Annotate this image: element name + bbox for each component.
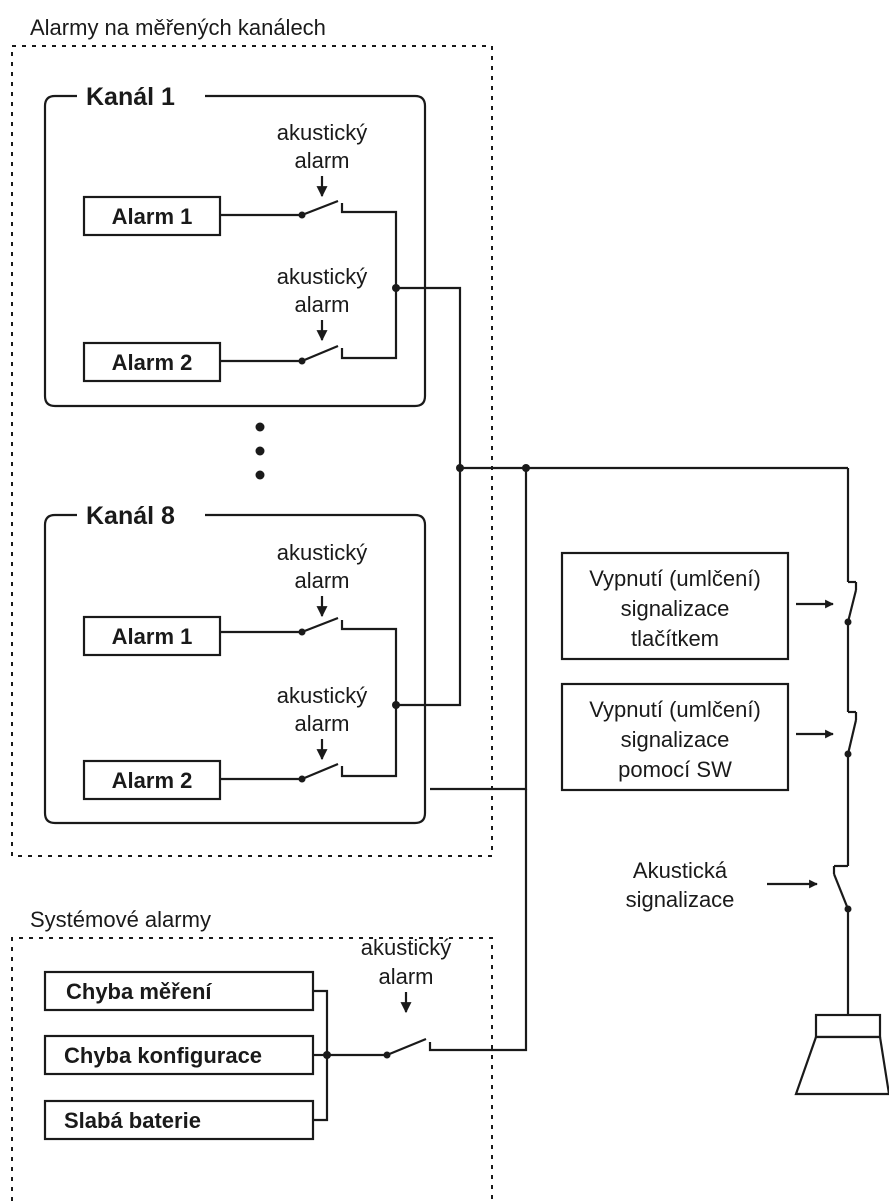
ellipsis-dot — [255, 470, 265, 480]
system-switch-output-wire — [428, 789, 528, 1052]
ellipsis-dot — [255, 446, 265, 456]
channel-8-switch-1-label-line1: akustický — [277, 540, 367, 565]
mute-button-switch-blade — [846, 589, 858, 623]
mute-button-line3: tlačítkem — [631, 626, 719, 651]
ellipsis-dot — [255, 422, 265, 432]
mute-sw-box — [560, 682, 790, 792]
configuration-error-box — [43, 1034, 315, 1076]
channel-1-switch-2-label-line1: akustický — [277, 264, 367, 289]
channel-8-title: Kanál 8 — [86, 502, 175, 530]
system-alarms-group-title: Systémové alarmy — [30, 907, 211, 932]
channel-8-switch-2-output-wire — [340, 705, 398, 778]
channel-1-switch-1-label-line2: alarm — [294, 148, 349, 173]
channel-1-alarm-1-label: Alarm 1 — [112, 204, 193, 229]
acoustic-switch-blade — [832, 873, 850, 910]
channel-8-switch-1-blade — [301, 616, 339, 634]
channel-8-switch-2-label-line1: akustický — [277, 683, 367, 708]
channel-8-switch-1-label-line2: alarm — [294, 568, 349, 593]
channel-1-switch-2-blade — [301, 344, 339, 363]
channel-8-alarm-2-label: Alarm 2 — [112, 768, 193, 793]
acoustic-signal-line1: Akustická — [633, 858, 728, 883]
channel-8-alarm-2-box — [82, 759, 222, 801]
system-switch-label-line2: alarm — [378, 964, 433, 989]
channel-8-switch-2-blade — [301, 762, 339, 781]
mute-sw-line2: signalizace — [621, 727, 730, 752]
channel-8-frame — [43, 513, 427, 825]
channel-8-switch-1-output-wire — [340, 620, 398, 705]
channel-8-switch-2-label-line2: alarm — [294, 711, 349, 736]
low-battery-box — [43, 1099, 315, 1141]
low-battery-label: Slabá baterie — [64, 1108, 201, 1133]
channel-1-switch-2-label-line2: alarm — [294, 292, 349, 317]
channel-8-alarm-1-label: Alarm 1 — [112, 624, 193, 649]
channel-1-frame — [43, 94, 427, 408]
channel-1-switch-1-output-wire — [340, 203, 398, 288]
system-alarms-group-frame — [11, 937, 493, 1201]
system-switch-blade — [386, 1037, 427, 1057]
mute-button-line2: signalizace — [621, 596, 730, 621]
acoustic-signal-line2: signalizace — [626, 887, 735, 912]
channel-1-switch-1-label-line1: akustický — [277, 120, 367, 145]
channel-1-switch-2-output-wire — [340, 288, 398, 360]
channel-alarms-group-title: Alarmy na měřených kanálech — [30, 15, 326, 40]
channel-8-alarm-1-box — [82, 615, 222, 657]
channel-8-bus-wire — [396, 468, 462, 707]
mute-button-line1: Vypnutí (umlčení) — [589, 566, 761, 591]
channel-1-bus-wire — [396, 286, 462, 468]
channel-1-switch-1-blade — [301, 199, 339, 217]
mute-button-box — [560, 551, 790, 661]
channel-1-alarm-2-label: Alarm 2 — [112, 350, 193, 375]
mute-sw-line1: Vypnutí (umlčení) — [589, 697, 761, 722]
mute-sw-switch-blade — [846, 719, 858, 755]
speaker-icon — [794, 1013, 889, 1096]
system-bus-wire — [430, 468, 528, 791]
configuration-error-label: Chyba konfigurace — [64, 1043, 262, 1068]
system-switch-label-line1: akustický — [361, 935, 451, 960]
measurement-error-label: Chyba měření — [66, 979, 212, 1004]
channel-alarms-group-frame — [11, 45, 493, 857]
channel-1-title: Kanál 1 — [86, 83, 175, 111]
mute-sw-line3: pomocí SW — [618, 757, 732, 782]
